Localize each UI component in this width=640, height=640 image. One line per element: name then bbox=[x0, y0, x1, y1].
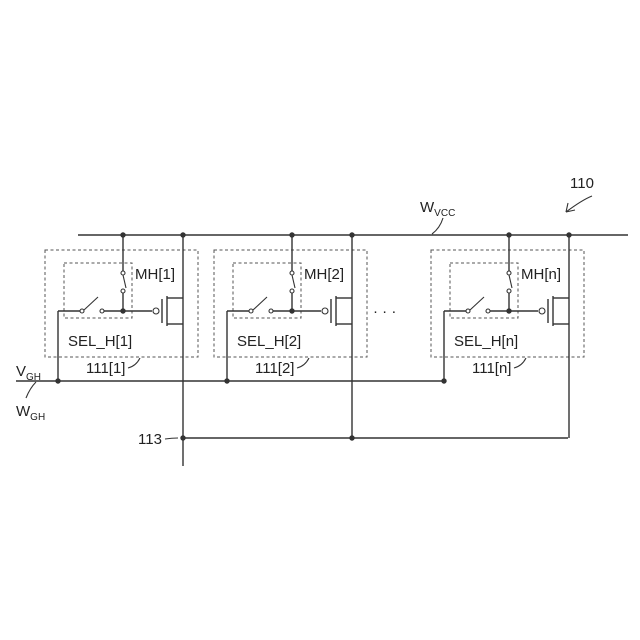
transistor-label: MH[2] bbox=[304, 266, 344, 283]
contact-ring bbox=[100, 309, 104, 313]
line-113-leader bbox=[165, 438, 178, 439]
node-dot bbox=[506, 308, 511, 313]
node-dot bbox=[441, 378, 446, 383]
gate-bubble bbox=[322, 308, 328, 314]
node-dot bbox=[180, 435, 185, 440]
node-dot bbox=[289, 232, 294, 237]
wvcc-label: WVCC bbox=[420, 199, 455, 219]
vgh-label: VGH bbox=[16, 363, 41, 383]
transistor-label: MH[1] bbox=[135, 266, 175, 283]
switch-blade bbox=[123, 275, 126, 288]
wgh-leader bbox=[26, 382, 36, 398]
cell-n: MH[n] SEL_H[n] 111[n] bbox=[431, 232, 584, 438]
contact-ring bbox=[486, 309, 490, 313]
cell-label: 111[n] bbox=[472, 360, 511, 377]
switch-label: SEL_H[2] bbox=[237, 333, 301, 350]
switch-label: SEL_H[n] bbox=[454, 333, 518, 350]
cell-label: 111[1] bbox=[86, 360, 125, 377]
switch-blade bbox=[253, 297, 267, 310]
switch-blade bbox=[509, 275, 512, 288]
cell-label-leader bbox=[514, 358, 526, 368]
node-dot bbox=[224, 378, 229, 383]
switch-label: SEL_H[1] bbox=[68, 333, 132, 350]
node-dot bbox=[289, 308, 294, 313]
switch-blade bbox=[470, 297, 484, 310]
node-dot bbox=[349, 435, 354, 440]
node-dot bbox=[120, 308, 125, 313]
node-dot bbox=[566, 232, 571, 237]
line-113-label: 113 bbox=[138, 431, 162, 448]
cell-2: MH[2] SEL_H[2] 111[2] bbox=[214, 232, 367, 440]
gate-bubble bbox=[539, 308, 545, 314]
contact-ring bbox=[121, 289, 125, 293]
contact-ring bbox=[80, 309, 84, 313]
gate-bubble bbox=[153, 308, 159, 314]
node-dot bbox=[180, 232, 185, 237]
contact-ring bbox=[249, 309, 253, 313]
cell-label-leader bbox=[297, 358, 309, 368]
cell-ellipsis: · · · bbox=[373, 303, 396, 320]
contact-ring bbox=[507, 289, 511, 293]
wgh-label: WGH bbox=[16, 403, 45, 423]
reference-arrow bbox=[566, 196, 592, 212]
transistor-label: MH[n] bbox=[521, 266, 561, 283]
switch-blade bbox=[292, 275, 295, 288]
contact-ring bbox=[121, 271, 125, 275]
reference-number: 110 bbox=[570, 175, 594, 192]
node-dot bbox=[506, 232, 511, 237]
cell-label-leader bbox=[128, 358, 140, 368]
contact-ring bbox=[466, 309, 470, 313]
node-dot bbox=[349, 232, 354, 237]
contact-ring bbox=[290, 271, 294, 275]
cell-label: 111[2] bbox=[255, 360, 294, 377]
node-dot bbox=[55, 378, 60, 383]
wvcc-leader bbox=[432, 218, 443, 234]
cell-1: MH[1] SEL_H[1] 111[1] bbox=[45, 232, 198, 440]
switch-blade bbox=[84, 297, 98, 310]
node-dot bbox=[120, 232, 125, 237]
contact-ring bbox=[290, 289, 294, 293]
contact-ring bbox=[269, 309, 273, 313]
contact-ring bbox=[507, 271, 511, 275]
